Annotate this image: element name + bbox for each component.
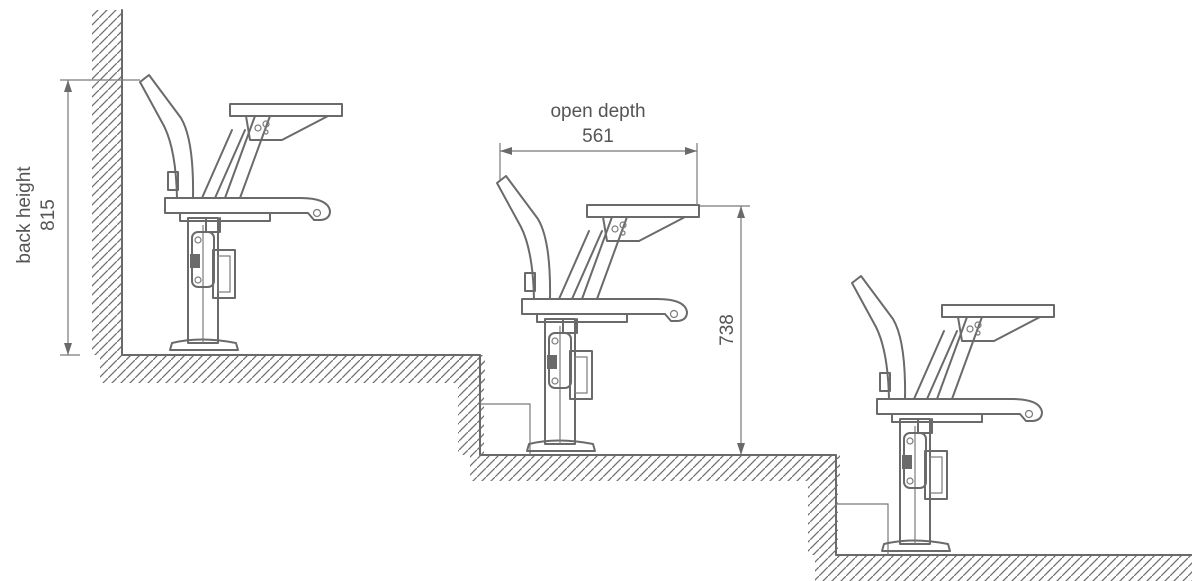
step-floor-hatching (92, 10, 1192, 581)
seat-height-dimension: 738 (700, 205, 750, 455)
seat-3 (851, 275, 1055, 552)
step-profile-outline (121, 9, 1192, 556)
back-height-dimension: back height 815 (14, 79, 140, 356)
open-depth-dimension: open depth 561 (499, 101, 698, 205)
open-depth-label: open depth (550, 101, 645, 122)
open-depth-value: 561 (582, 126, 614, 147)
seat-2 (496, 175, 700, 452)
seat-1 (139, 74, 343, 351)
back-height-value: 815 (38, 199, 59, 231)
seat-height-value: 738 (717, 314, 738, 346)
back-height-label: back height (14, 166, 35, 264)
